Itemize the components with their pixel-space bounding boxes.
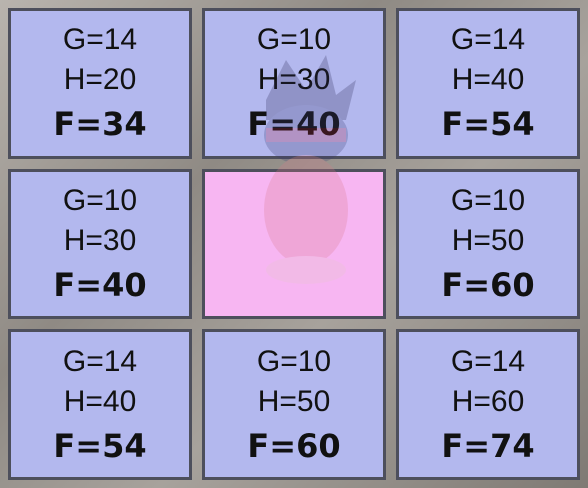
g-cost: G=10 xyxy=(450,183,526,217)
f-cost: F=60 xyxy=(441,265,535,304)
f-cost: F=40 xyxy=(247,105,341,144)
grid-cell-middle-right: G=10 H=50 F=60 xyxy=(396,168,580,320)
h-cost: H=40 xyxy=(63,384,137,418)
grid-cell-top-center: G=10 H=30 F=40 xyxy=(202,8,386,159)
grid-cell-middle-left: G=10 H=30 F=40 xyxy=(8,168,192,320)
h-cost: H=30 xyxy=(63,223,137,257)
grid-cell-bottom-right: G=14 H=60 F=74 xyxy=(396,329,580,480)
grid-cell-bottom-left: G=14 H=40 F=54 xyxy=(8,329,192,480)
f-cost: F=40 xyxy=(53,265,147,304)
start-cell xyxy=(202,168,386,320)
g-cost: G=10 xyxy=(62,183,138,217)
g-cost: G=14 xyxy=(62,23,138,57)
f-cost: F=74 xyxy=(441,426,535,465)
h-cost: H=50 xyxy=(257,384,331,418)
f-cost: F=60 xyxy=(247,426,341,465)
grid-cell-top-right: G=14 H=40 F=54 xyxy=(396,8,580,159)
g-cost: G=14 xyxy=(62,344,138,378)
g-cost: G=14 xyxy=(450,344,526,378)
h-cost: H=50 xyxy=(451,223,525,257)
f-cost: F=54 xyxy=(441,105,535,144)
h-cost: H=40 xyxy=(451,63,525,97)
pathfinding-grid: G=14 H=20 F=34 G=10 H=30 F=40 G=14 H=40 … xyxy=(8,8,580,480)
grid-cell-bottom-center: G=10 H=50 F=60 xyxy=(202,329,386,480)
g-cost: G=10 xyxy=(256,23,332,57)
g-cost: G=10 xyxy=(256,344,332,378)
f-cost: F=54 xyxy=(53,426,147,465)
g-cost: G=14 xyxy=(450,23,526,57)
h-cost: H=30 xyxy=(257,63,331,97)
h-cost: H=20 xyxy=(63,63,137,97)
grid-cell-top-left: G=14 H=20 F=34 xyxy=(8,8,192,159)
h-cost: H=60 xyxy=(451,384,525,418)
f-cost: F=34 xyxy=(53,105,147,144)
